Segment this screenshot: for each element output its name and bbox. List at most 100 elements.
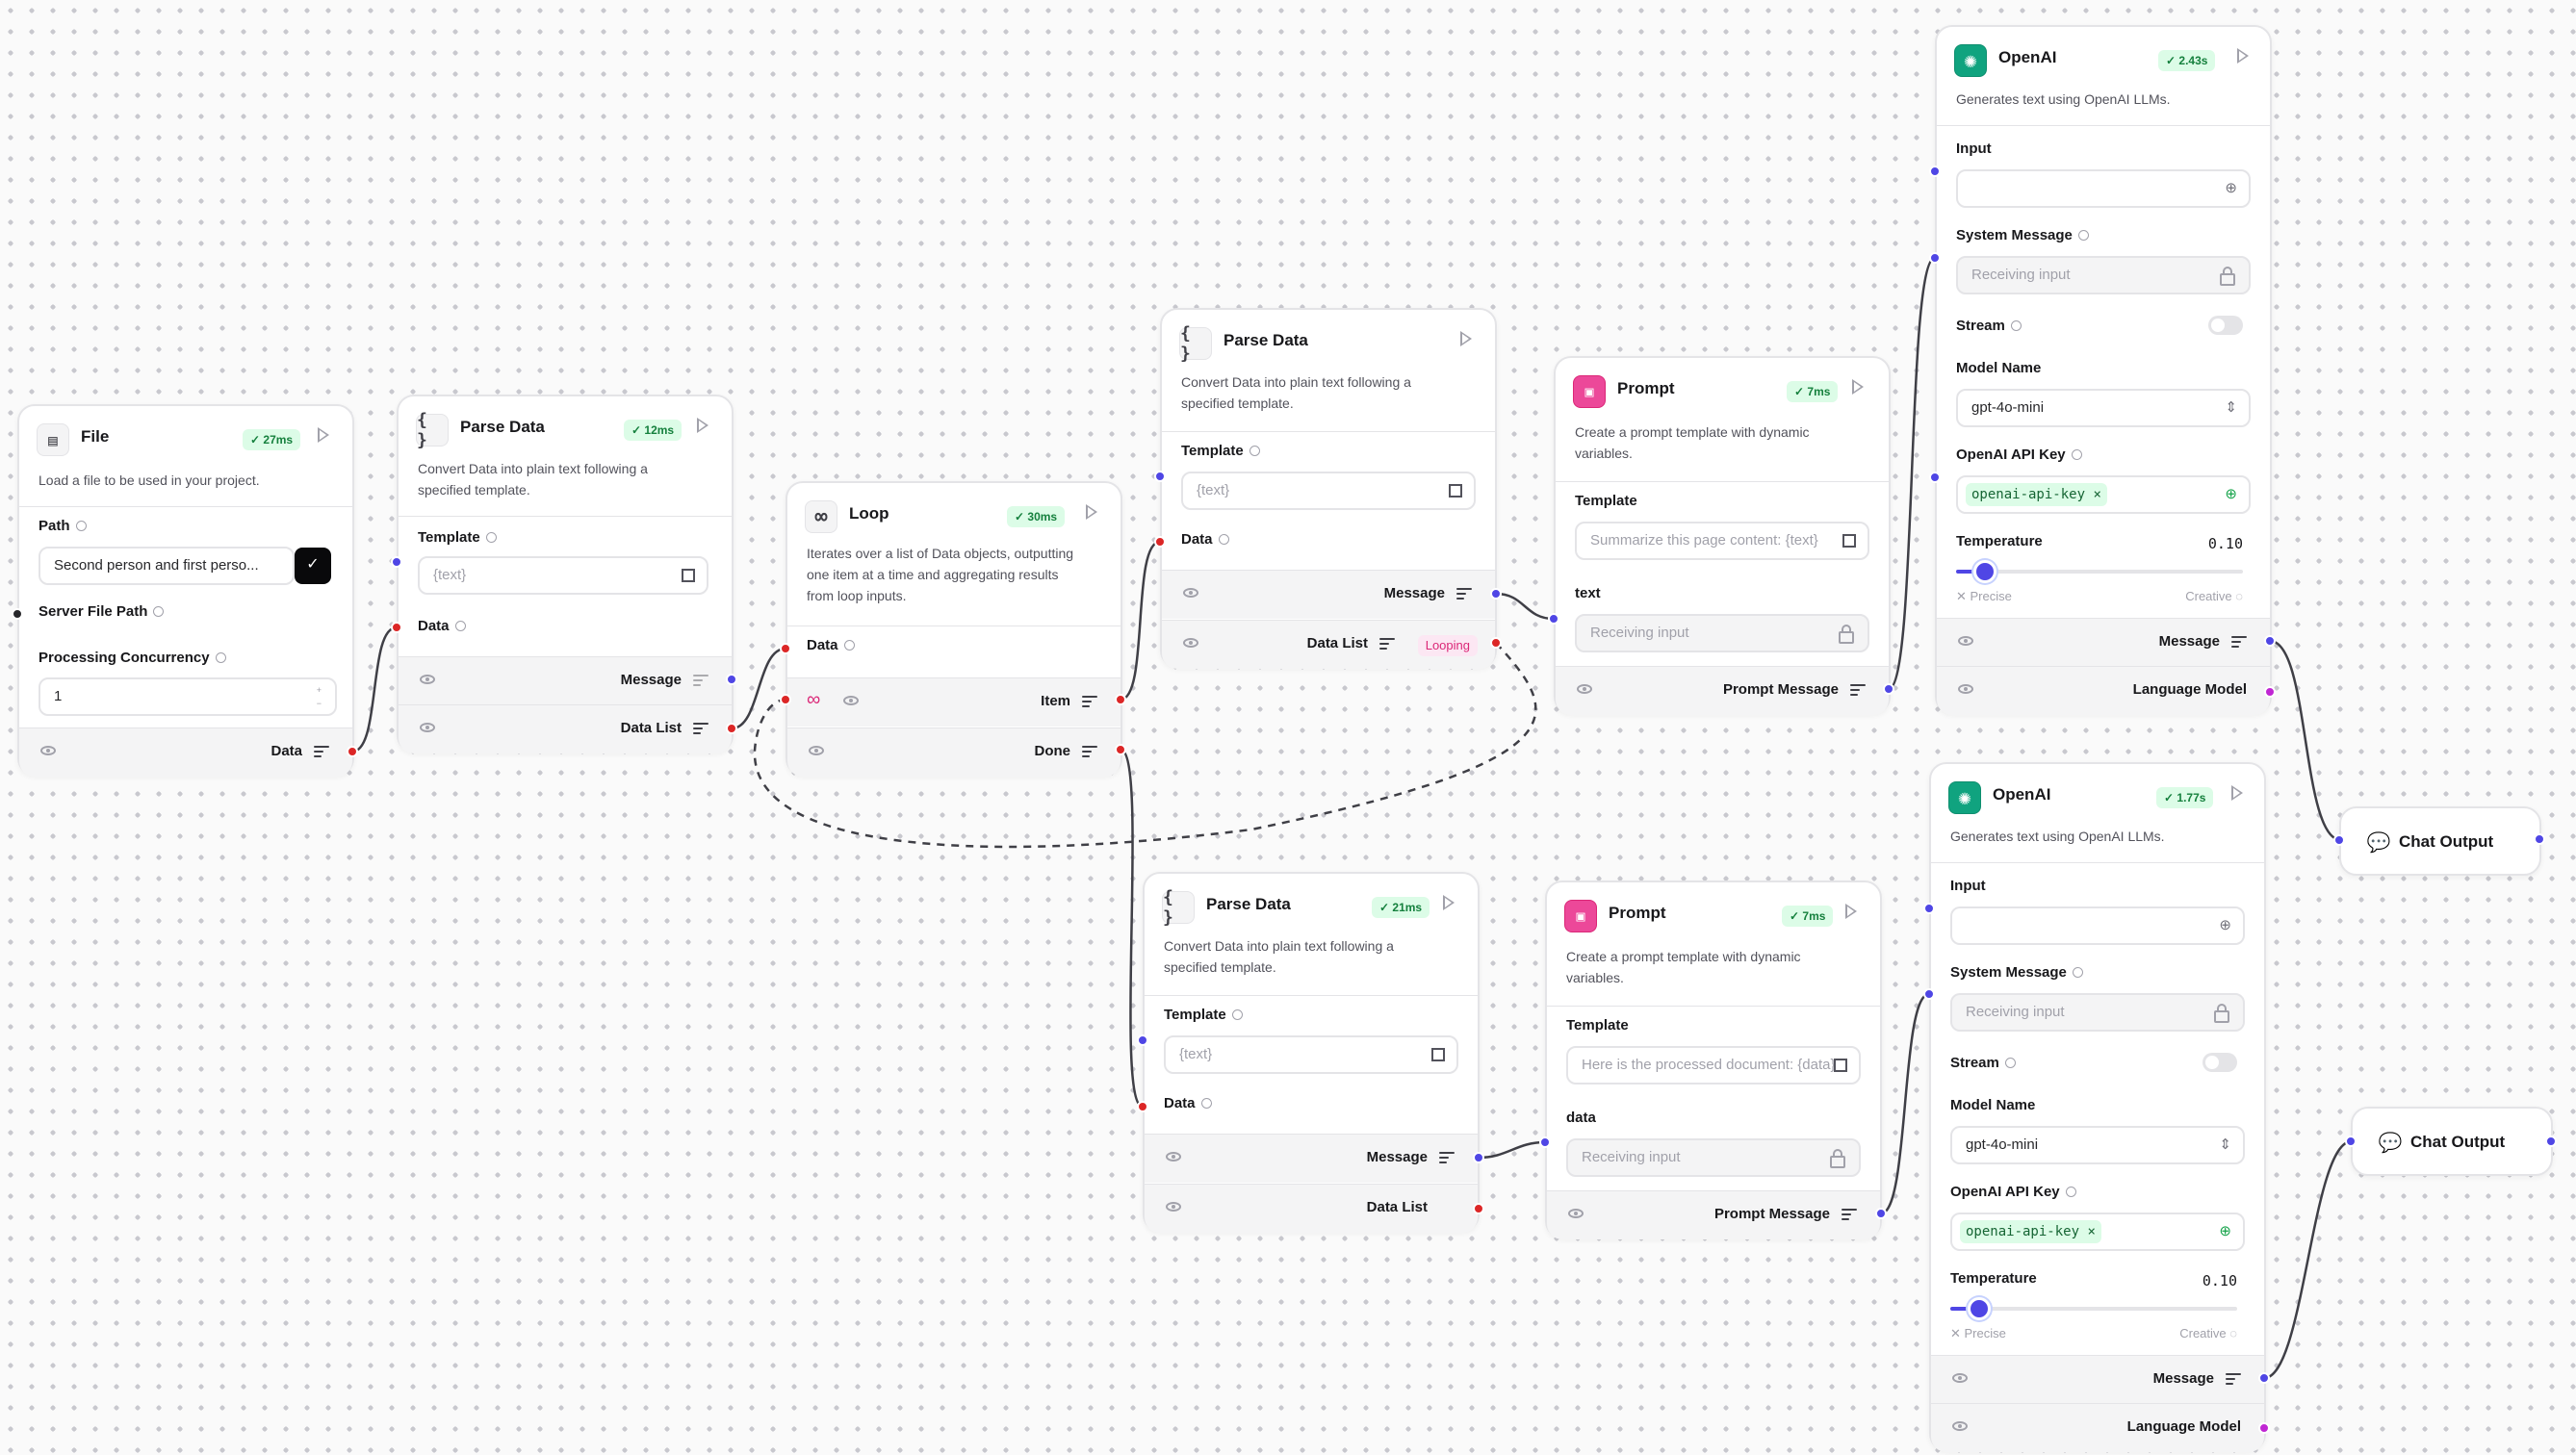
upload-button[interactable] — [295, 548, 331, 584]
eye-icon[interactable] — [420, 675, 435, 684]
api-key-chip[interactable]: openai-api-key × — [1966, 483, 2107, 506]
stepper-icon[interactable]: +− — [316, 685, 322, 708]
slider-thumb[interactable] — [1972, 560, 1996, 583]
output-row-data[interactable]: Data — [19, 728, 352, 777]
model-name-select[interactable]: gpt-4o-mini⇕ — [1950, 1126, 2245, 1164]
output-row-data-list[interactable]: Data List Looping — [1162, 620, 1495, 669]
eye-icon[interactable] — [1166, 1152, 1181, 1161]
edge-parse3-prompt2[interactable] — [1478, 1140, 1546, 1160]
output-row-message[interactable]: Message — [1937, 618, 2270, 667]
edge-parse2-prompt1[interactable] — [1495, 592, 1555, 621]
handle-loop-item-in[interactable] — [780, 694, 791, 705]
handle-chat-output-out[interactable] — [2545, 1136, 2557, 1147]
handle-template-in[interactable] — [1154, 471, 1166, 482]
handle-data-list-out[interactable] — [726, 723, 737, 734]
output-row-done[interactable]: Done — [787, 728, 1121, 777]
output-row-message[interactable]: Message — [1162, 570, 1495, 619]
eye-icon[interactable] — [40, 746, 56, 755]
concurrency-input[interactable]: 1+− — [39, 677, 337, 716]
handle-prompt-message-out[interactable] — [1883, 683, 1894, 695]
handle-message-out[interactable] — [2258, 1372, 2270, 1384]
expand-icon[interactable] — [1834, 1059, 1847, 1072]
eye-icon[interactable] — [1183, 638, 1198, 648]
handle-prompt-message-out[interactable] — [1875, 1208, 1887, 1219]
output-row-item[interactable]: ∞ Item — [787, 677, 1121, 727]
globe-icon[interactable]: ⊕ — [2225, 180, 2237, 196]
play-icon[interactable] — [697, 418, 708, 433]
output-row-language-model[interactable]: Language Model — [1931, 1403, 2264, 1452]
eye-icon[interactable] — [1952, 1373, 1968, 1383]
handle-api-key-in[interactable] — [1929, 472, 1941, 483]
data-variable-input[interactable]: Receiving input — [1566, 1138, 1861, 1177]
output-row-message[interactable]: Message — [1931, 1355, 2264, 1404]
system-message-input[interactable]: Receiving input — [1950, 993, 2245, 1032]
handle-data-in[interactable] — [1154, 536, 1166, 548]
play-icon[interactable] — [1852, 379, 1864, 395]
template-input[interactable]: {text} — [1164, 1035, 1458, 1074]
temperature-slider[interactable] — [1956, 560, 2243, 583]
parse-data-node-3[interactable]: { } Parse Data ✓ 21ms Convert Data into … — [1143, 872, 1480, 1233]
edge-openai1-chat1[interactable] — [2269, 639, 2342, 842]
eye-icon[interactable] — [420, 723, 435, 732]
api-key-chip[interactable]: openai-api-key × — [1960, 1220, 2101, 1243]
handle-language-model-out[interactable] — [2258, 1422, 2270, 1434]
eye-icon[interactable] — [1183, 588, 1198, 598]
play-icon[interactable] — [1845, 904, 1857, 919]
output-row-data-list[interactable]: Data List — [399, 704, 732, 753]
handle-data-in[interactable] — [391, 622, 402, 633]
handle-chat-input-in[interactable] — [2345, 1136, 2357, 1147]
play-icon[interactable] — [1460, 331, 1472, 346]
play-icon[interactable] — [318, 427, 329, 443]
handle-data-in[interactable] — [1539, 1136, 1551, 1148]
handle-data-list-out[interactable] — [1490, 637, 1502, 649]
stream-toggle[interactable] — [2208, 316, 2243, 335]
edge-prompt2-openai2[interactable] — [1880, 992, 1930, 1215]
edge-file-parse1[interactable] — [351, 625, 398, 753]
chat-output-node-1[interactable]: 💬 Chat Output — [2339, 806, 2541, 876]
handle-loop-done-out[interactable] — [1115, 744, 1126, 755]
global-variable-icon[interactable]: ⊕ — [2219, 1223, 2231, 1239]
template-input[interactable]: {text} — [1181, 472, 1476, 510]
eye-icon[interactable] — [1958, 636, 1973, 646]
parse-data-node-2[interactable]: { } Parse Data Convert Data into plain t… — [1160, 308, 1497, 669]
handle-system-message-in[interactable] — [1923, 988, 1935, 1000]
handle-chat-input-in[interactable] — [2333, 834, 2345, 846]
file-node[interactable]: ▤ File ✓ 27ms Load a file to be used in … — [17, 404, 354, 777]
edge-parse1-loop[interactable] — [731, 647, 786, 730]
chat-output-node-2[interactable]: 💬 Chat Output — [2351, 1107, 2553, 1176]
expand-icon[interactable] — [1842, 534, 1856, 548]
input-field[interactable]: ⊕ — [1956, 169, 2251, 208]
template-input[interactable]: Here is the processed document: {data} — [1566, 1046, 1861, 1085]
eye-icon[interactable] — [1166, 1202, 1181, 1212]
edge-prompt1-openai1[interactable] — [1888, 256, 1936, 691]
model-name-select[interactable]: gpt-4o-mini⇕ — [1956, 389, 2251, 427]
handle-data-in[interactable] — [1137, 1101, 1148, 1112]
parse-data-node-1[interactable]: { } Parse Data ✓ 12ms Convert Data into … — [397, 395, 734, 753]
text-variable-input[interactable]: Receiving input — [1575, 614, 1869, 652]
template-input[interactable]: {text} — [418, 556, 708, 595]
eye-icon[interactable] — [1958, 684, 1973, 694]
handle-text-in[interactable] — [1548, 613, 1559, 625]
global-variable-icon[interactable]: ⊕ — [2225, 486, 2237, 502]
eye-icon[interactable] — [1577, 684, 1592, 694]
path-input[interactable]: Second person and first perso... — [39, 547, 295, 585]
play-icon[interactable] — [1443, 895, 1455, 910]
expand-icon[interactable] — [1431, 1048, 1445, 1061]
output-row-prompt-message[interactable]: Prompt Message — [1556, 666, 1889, 715]
handle-system-message-in[interactable] — [1929, 252, 1941, 264]
expand-icon[interactable] — [682, 569, 695, 582]
input-field[interactable]: ⊕ — [1950, 906, 2245, 945]
handle-template-in[interactable] — [391, 556, 402, 568]
handle-template-in[interactable] — [1137, 1034, 1148, 1046]
stream-toggle[interactable] — [2202, 1053, 2237, 1072]
handle-message-out[interactable] — [2264, 635, 2276, 647]
handle-language-model-out[interactable] — [2264, 686, 2276, 698]
prompt-node-1[interactable]: ▣ Prompt ✓ 7ms Create a prompt template … — [1554, 356, 1891, 715]
eye-icon[interactable] — [843, 696, 859, 705]
template-input[interactable]: Summarize this page content: {text} — [1575, 522, 1869, 560]
api-key-input[interactable]: openai-api-key × ⊕ — [1956, 475, 2251, 514]
output-row-data-list[interactable]: Data List — [1145, 1184, 1478, 1233]
handle-file-data-out[interactable] — [347, 746, 358, 757]
globe-icon[interactable]: ⊕ — [2219, 917, 2231, 933]
prompt-node-2[interactable]: ▣ Prompt ✓ 7ms Create a prompt template … — [1545, 881, 1882, 1239]
